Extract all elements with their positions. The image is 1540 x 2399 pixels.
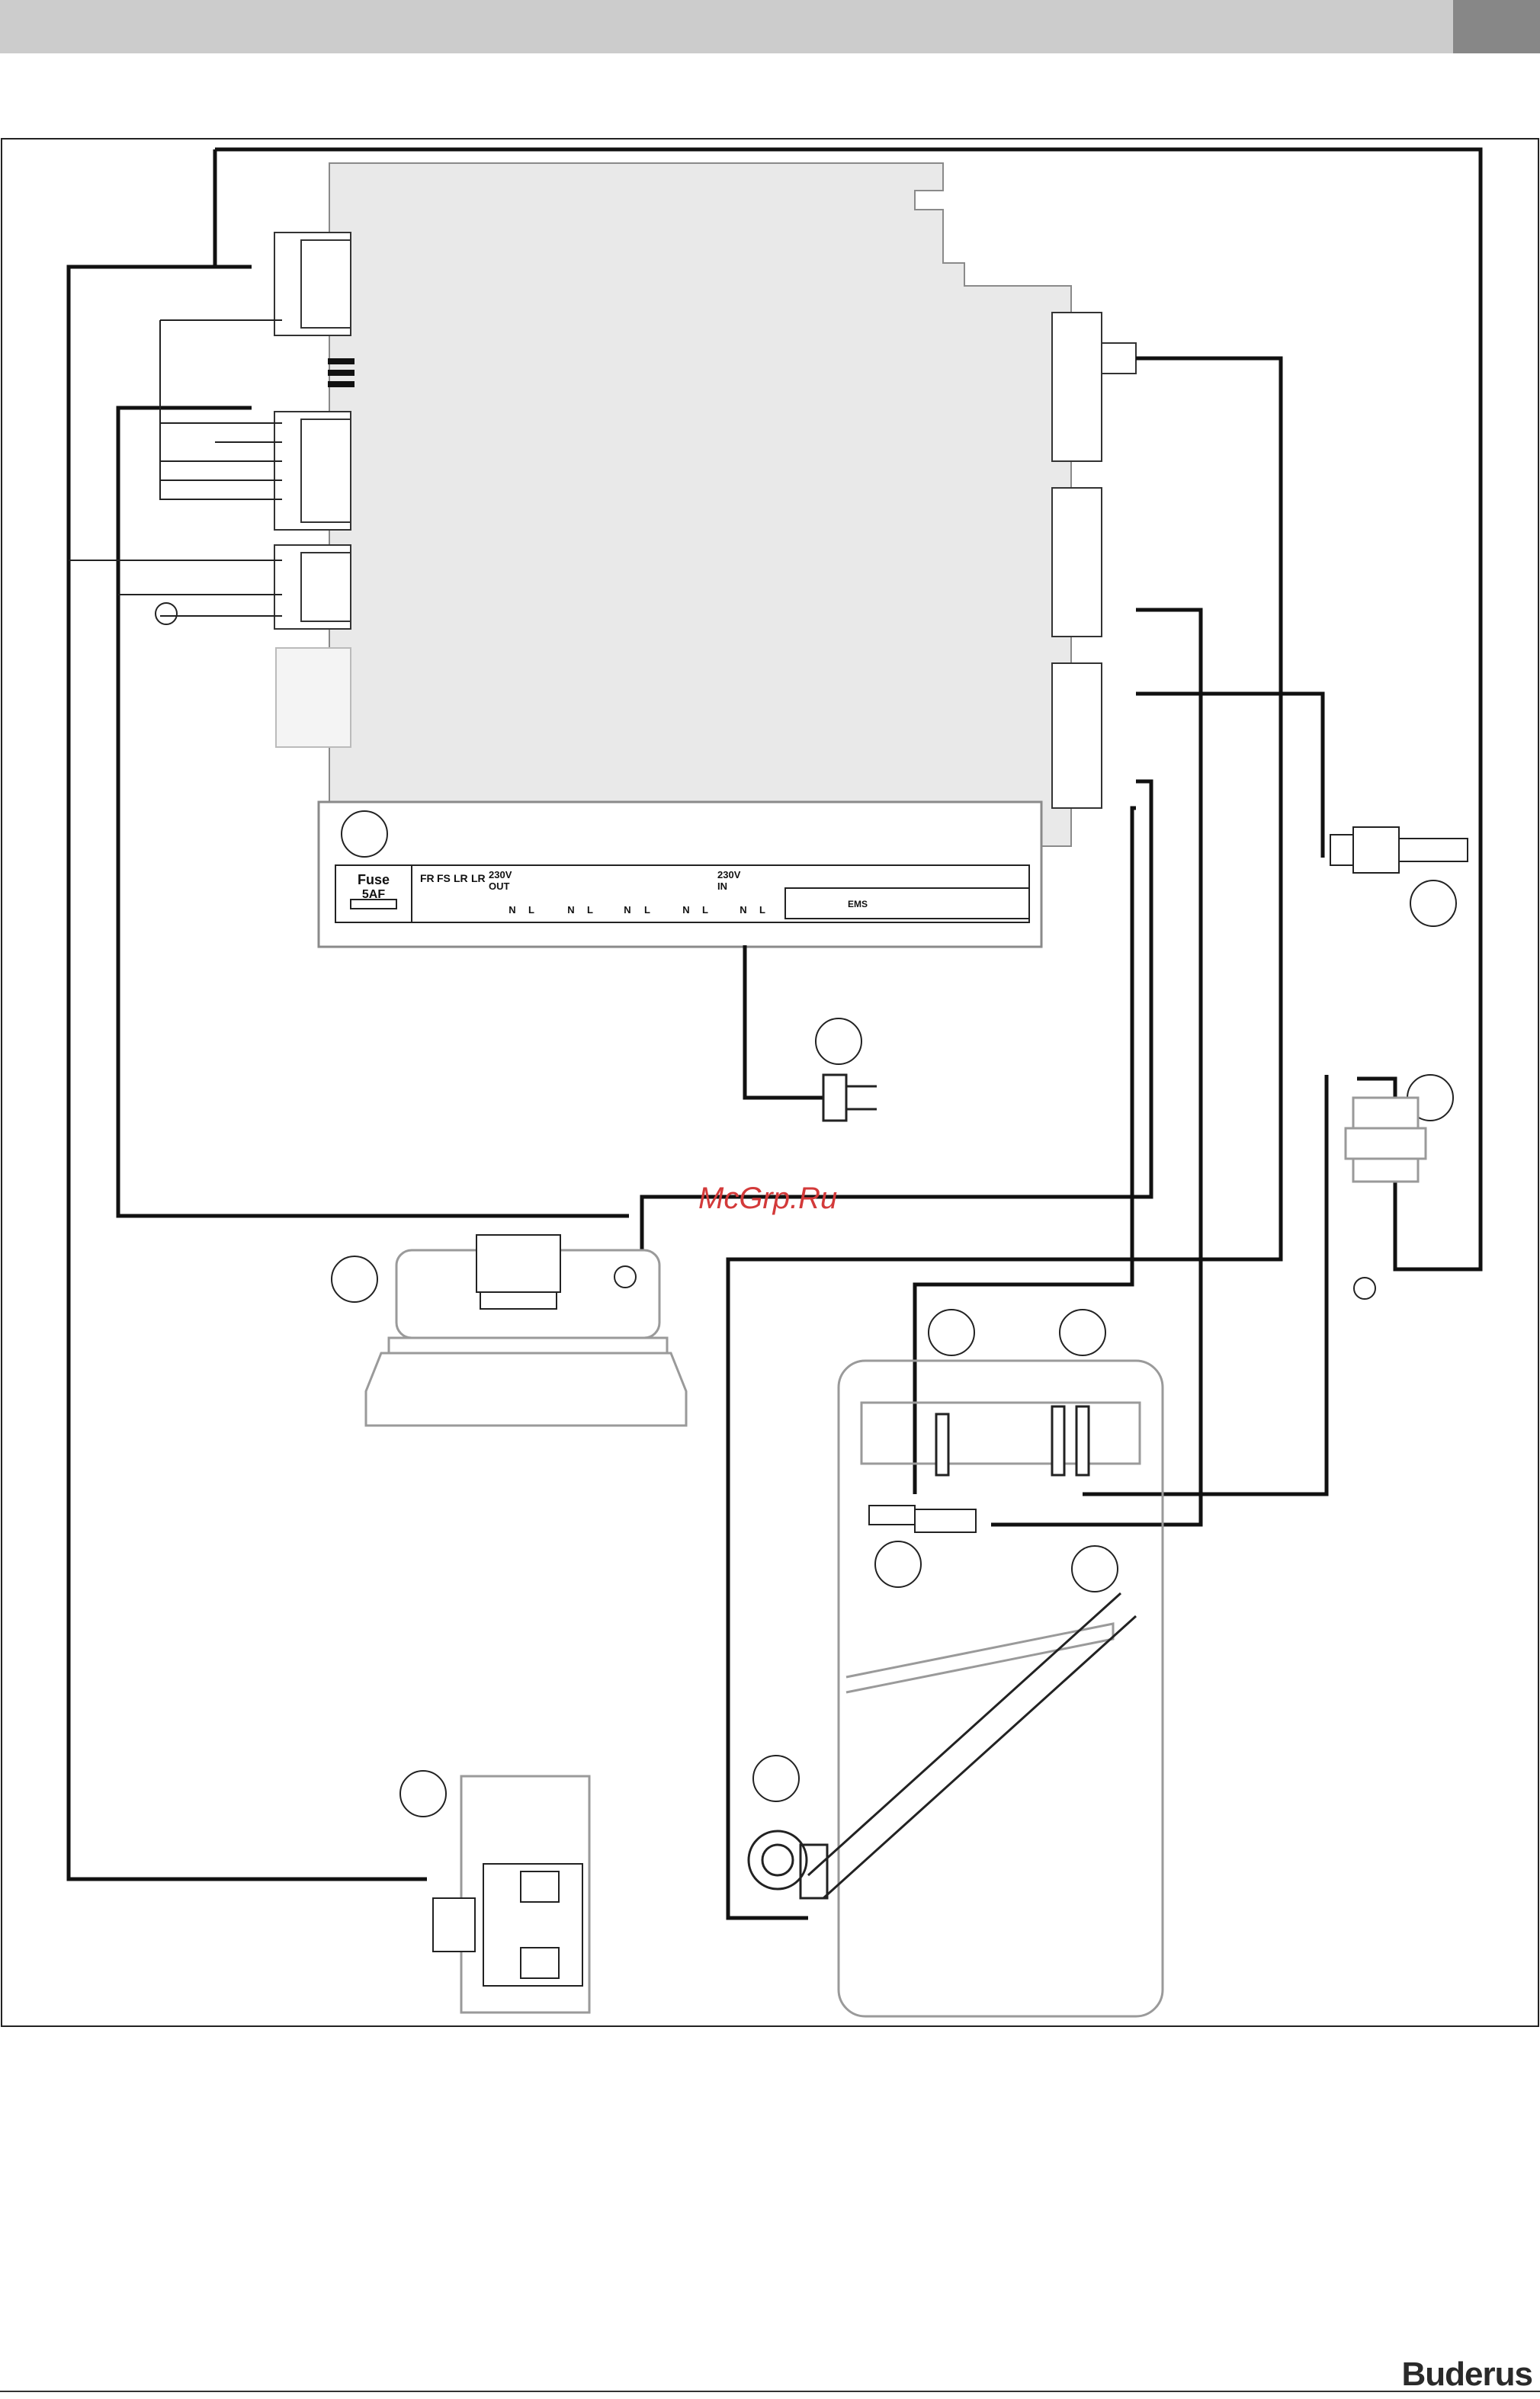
code-fr: FR <box>420 872 435 884</box>
out-label: 230V <box>489 869 512 880</box>
code-fs: FS <box>437 872 451 884</box>
ems-label: EMS <box>848 899 868 909</box>
in-label: 230V <box>717 869 741 880</box>
sensor-plug <box>1330 827 1468 873</box>
pin-label: L <box>644 904 650 916</box>
pin-label: N <box>682 904 689 916</box>
code-lr-2: LR <box>471 872 486 884</box>
pin-label: N <box>624 904 630 916</box>
pin-label: L <box>759 904 765 916</box>
low-voltage-block <box>785 888 1029 919</box>
footer-rule <box>0 2391 1540 2392</box>
harness-lines <box>69 320 282 616</box>
in-sub: IN <box>717 880 727 892</box>
connector-right-2 <box>1052 488 1102 637</box>
flame-sensor <box>869 1506 976 1532</box>
gas-valve-terminal <box>433 1864 582 1986</box>
pin-label: N <box>509 904 515 916</box>
pin-label: N <box>567 904 574 916</box>
fuse-rating: 5AF <box>362 888 385 901</box>
burner-pipe <box>749 1593 1136 1898</box>
connector-left-3 <box>274 545 351 629</box>
pump-connector <box>476 1235 560 1309</box>
connector-left-2 <box>274 412 351 530</box>
connector-left-1 <box>274 233 351 335</box>
control-board <box>329 163 1071 846</box>
pin-label: L <box>587 904 593 916</box>
connector-left-4 <box>276 648 351 747</box>
connector-right-3 <box>1052 663 1102 808</box>
out-sub: OUT <box>489 880 510 892</box>
pin-label: L <box>528 904 534 916</box>
bridge-pins <box>328 358 355 387</box>
watermark: McGrp.Ru <box>698 1182 837 1216</box>
pressure-switch <box>1346 1098 1426 1182</box>
brand-logo: Buderus <box>1402 2356 1532 2394</box>
pin-label: L <box>702 904 708 916</box>
burner-block <box>839 1361 1163 2016</box>
fuse-label: Fuse <box>358 872 390 887</box>
mains-plug <box>823 1075 877 1121</box>
connector-right-1 <box>1052 313 1136 461</box>
code-lr-1: LR <box>454 872 468 884</box>
pin-label: N <box>740 904 746 916</box>
